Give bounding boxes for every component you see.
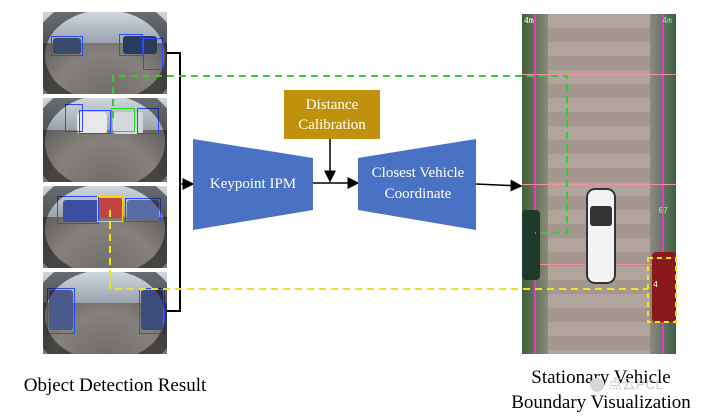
detection-box (137, 108, 159, 134)
bev-range-label: 4 (653, 280, 658, 289)
yellow-guide-box (647, 257, 677, 323)
watermark-text: 点云PCL (608, 376, 664, 392)
closest-vehicle-label-2: Coordinate (384, 186, 452, 202)
bev-range-label: 67 (658, 206, 668, 215)
bev-range-label: 4m (662, 16, 672, 25)
camera-image-rear (43, 186, 167, 268)
distance-calibration-label-2: Calibration (298, 116, 366, 133)
detection-box (47, 288, 75, 334)
ego-vehicle (586, 188, 616, 284)
detection-box (125, 198, 161, 222)
detection-box (143, 38, 163, 70)
closest-vehicle-label-1: Closest Vehicle (371, 165, 465, 181)
camera-bracket (167, 52, 181, 312)
closest-vehicle-label: Closest Vehicle Coordinate (360, 163, 476, 205)
distance-calibration-label-1: Distance (305, 96, 359, 113)
watermark-icon (590, 378, 604, 393)
right-caption-line-2: Boundary Visualization (511, 392, 691, 413)
right-caption-line-1: Stationary Vehicle (531, 367, 671, 388)
green-guide-line (112, 75, 568, 234)
camera-image-front (43, 12, 167, 94)
left-caption: Object Detection Result (23, 375, 207, 396)
camera-image-left (43, 98, 167, 182)
arrow-closest-to-bev (475, 179, 523, 192)
yellow-guide-line (109, 210, 648, 290)
keypoint-ipm-block (193, 139, 313, 230)
camera-image-right (43, 272, 167, 354)
detection-box (119, 34, 143, 56)
detection-box-highlighted (111, 108, 135, 132)
detection-box (57, 196, 99, 224)
distance-calibration-block: Distance Calibration (284, 90, 380, 139)
bev-visualization-image: 4m 4m 67 4 (522, 14, 676, 354)
detection-box-highlighted (97, 196, 123, 222)
closest-vehicle-block (358, 139, 476, 230)
keypoint-ipm-label: Keypoint IPM (209, 176, 297, 192)
detection-box (79, 110, 111, 134)
bev-range-label: 4m (524, 16, 534, 25)
detection-box (65, 104, 83, 132)
watermark: 点云PCL (590, 374, 663, 394)
detection-box (51, 36, 83, 56)
